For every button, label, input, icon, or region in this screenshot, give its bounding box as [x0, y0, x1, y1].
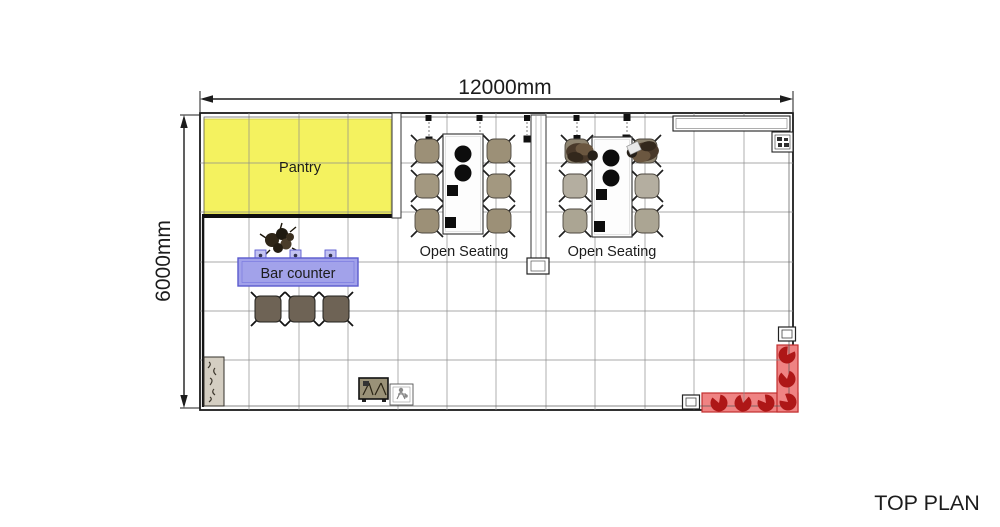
- pantry-label: Pantry: [279, 160, 322, 176]
- side-table-icon: [777, 326, 797, 342]
- chair: [410, 134, 444, 168]
- laptop-icon: [626, 140, 642, 156]
- bar-stool: [284, 291, 320, 327]
- arrowhead-left-icon: [200, 95, 213, 103]
- open-seating-2: Open Seating: [558, 134, 664, 260]
- arrowhead-right-icon: [780, 95, 793, 103]
- pantry-partition: [391, 112, 402, 219]
- bar-counter-zone: [237, 257, 359, 287]
- coffee-station-icon: [358, 377, 389, 402]
- plant-icon: [259, 222, 299, 256]
- chair: [482, 169, 516, 203]
- dimension-height-label: 6000mm: [152, 220, 175, 302]
- chair: [410, 169, 444, 203]
- dimension-width-label: 12000mm: [458, 76, 551, 99]
- bar-stool: [250, 291, 286, 327]
- page-title: TOP PLAN: [874, 491, 980, 515]
- bar-counter-label: Bar counter: [261, 266, 336, 282]
- chair: [410, 204, 444, 238]
- bar-area: Bar counter: [237, 222, 359, 327]
- glass-partition: [526, 114, 550, 275]
- open-seating-1: Open Seating: [410, 133, 516, 260]
- chair: [558, 169, 592, 203]
- pantry-zone: [203, 118, 392, 215]
- arrowhead-up-icon: [180, 115, 188, 128]
- wall-counter: [672, 115, 791, 132]
- chair: [630, 204, 664, 238]
- stone-strip-icon: [203, 356, 225, 407]
- side-table-icon: [681, 394, 701, 410]
- dimension-height: 6000mm: [152, 114, 202, 409]
- chair: [630, 169, 664, 203]
- arrowhead-down-icon: [180, 395, 188, 408]
- chair: [482, 134, 516, 168]
- bar-stool: [318, 291, 354, 327]
- open-seating-2-label: Open Seating: [568, 244, 657, 260]
- chair: [482, 204, 516, 238]
- chair: [558, 204, 592, 238]
- appliance-icon: [771, 131, 794, 153]
- floor-plant-icon: [389, 383, 414, 406]
- open-seating-1-label: Open Seating: [420, 244, 509, 260]
- walls: [201, 112, 791, 407]
- dimension-width: 12000mm: [199, 76, 794, 112]
